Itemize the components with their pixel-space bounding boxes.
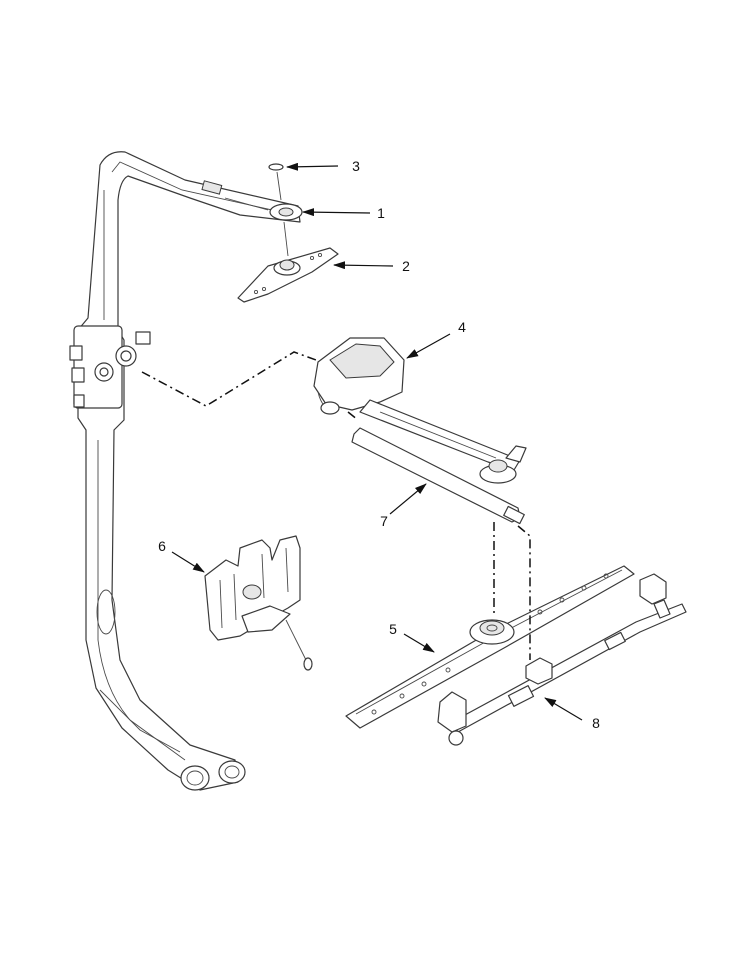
callout-8: 8 xyxy=(592,715,600,731)
leader-7 xyxy=(389,483,427,515)
part-5-lower-spray-arm xyxy=(345,565,635,729)
callout-4: 4 xyxy=(458,319,466,335)
callout-labels: 3 1 2 4 7 6 5 8 xyxy=(158,158,600,731)
callout-3: 3 xyxy=(352,158,360,174)
callout-1: 1 xyxy=(377,205,385,221)
leader-2 xyxy=(333,261,394,270)
part-7-feed-tube xyxy=(351,427,525,525)
callout-6: 6 xyxy=(158,538,166,554)
part-4-manifold-assembly xyxy=(313,337,527,484)
leader-1 xyxy=(302,208,371,217)
callout-2: 2 xyxy=(402,258,410,274)
leader-4 xyxy=(406,333,451,359)
leader-5 xyxy=(403,633,435,653)
part-2-upper-spray-arm xyxy=(237,247,339,303)
leader-3 xyxy=(286,162,339,171)
callout-7: 7 xyxy=(380,513,388,529)
supply-tube-assembly xyxy=(69,151,301,791)
part-1-hub xyxy=(269,203,303,257)
part-8-lower-tube-assembly xyxy=(437,573,687,746)
leader-6 xyxy=(171,551,205,573)
leader-lines xyxy=(171,162,583,721)
flow-lines xyxy=(141,351,531,660)
part-6-filter-assembly xyxy=(204,535,313,671)
callout-5: 5 xyxy=(389,621,397,637)
leader-8 xyxy=(544,697,583,721)
part-3-cap xyxy=(268,163,284,201)
